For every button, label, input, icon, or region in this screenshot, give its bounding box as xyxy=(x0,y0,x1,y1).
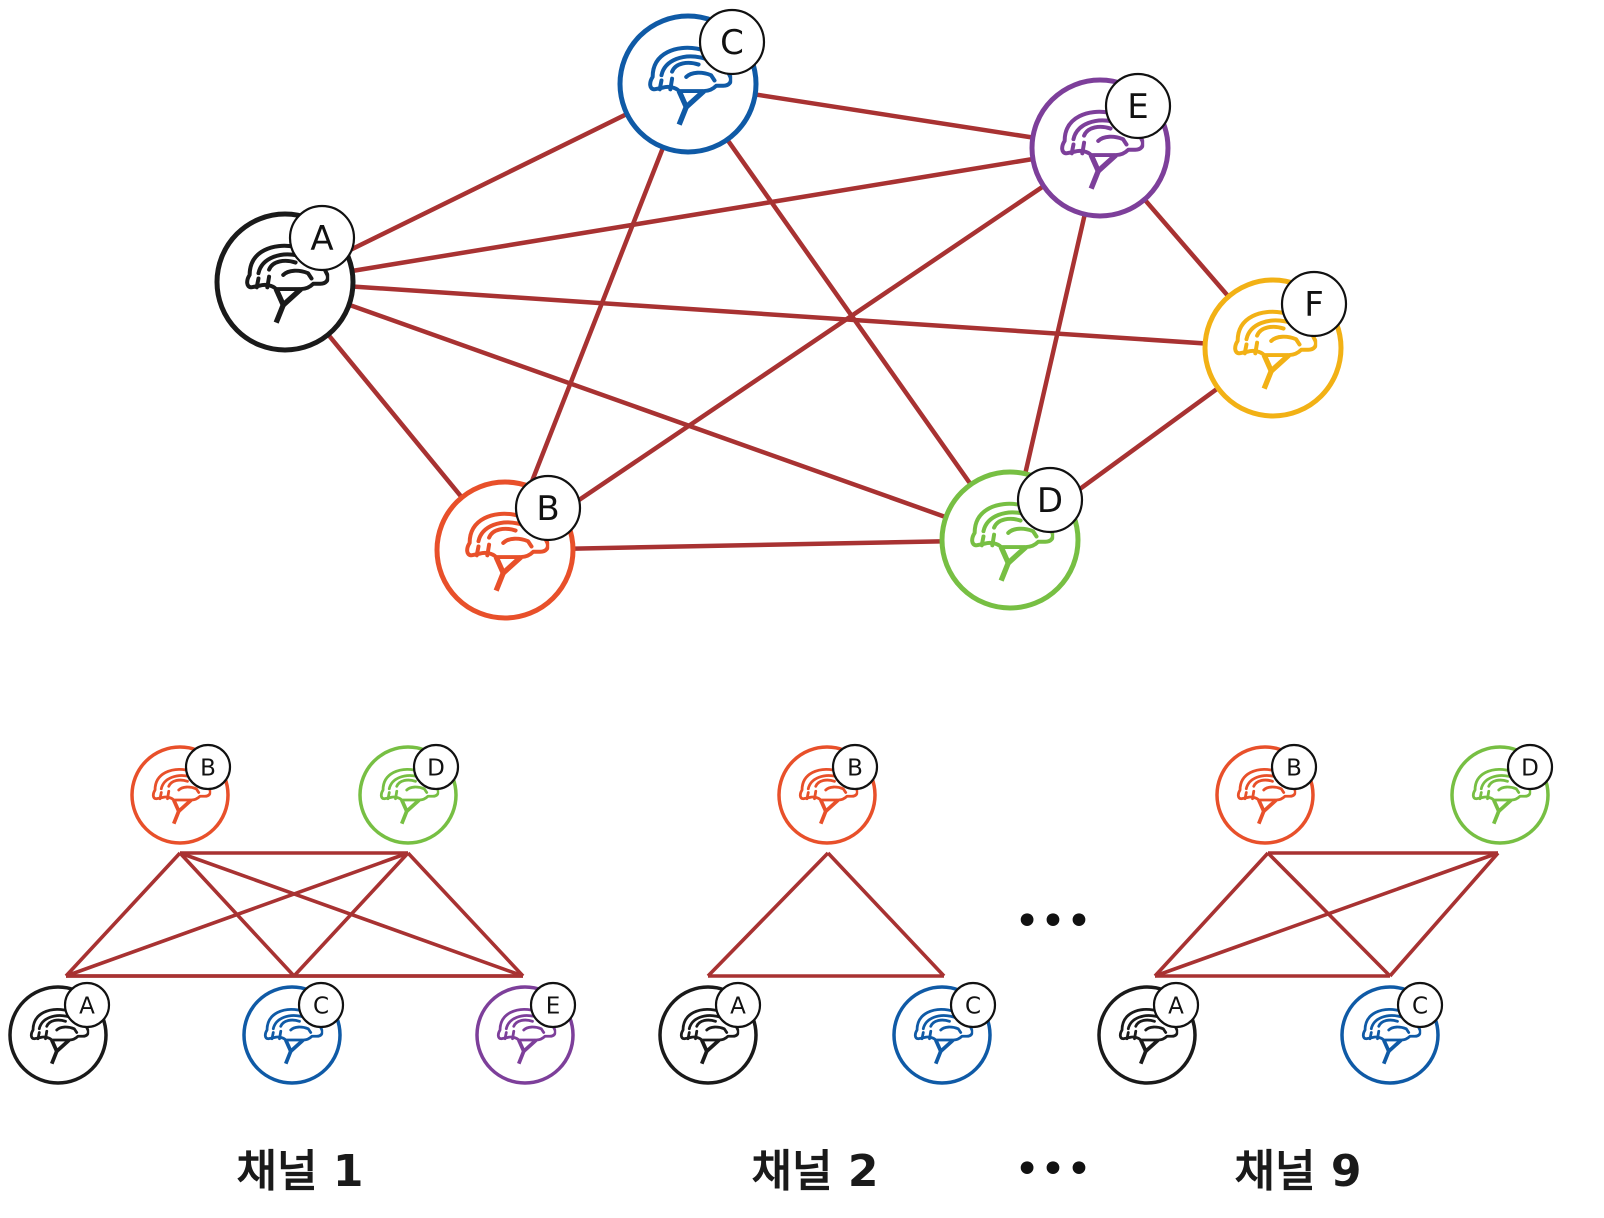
link-b-a xyxy=(1153,851,1270,978)
node-badge-label: B xyxy=(1286,755,1302,781)
channel-group-3: B D A C 채널 9 xyxy=(1097,743,1554,1197)
channel-label: 채널 9 xyxy=(1235,1146,1362,1197)
channel-label: 채널 2 xyxy=(752,1146,879,1197)
node-badge-b xyxy=(831,743,879,791)
node-badge-label: D xyxy=(1521,755,1539,781)
link-d-a xyxy=(65,851,409,978)
node-badge-a xyxy=(1152,981,1200,1029)
helmet-node-b: B xyxy=(130,743,232,845)
node-badge-b xyxy=(184,743,232,791)
helmet-node-d: D xyxy=(358,743,460,845)
helmet-node-e: E xyxy=(475,981,577,1085)
channel-group-2: B A C 채널 2 xyxy=(658,743,997,1197)
helmet-node-c: C xyxy=(242,981,345,1085)
channel-label: 채널 1 xyxy=(237,1146,364,1197)
node-badge-label: C xyxy=(720,23,744,63)
node-badge-c xyxy=(949,981,997,1029)
node-badge-label: E xyxy=(546,993,561,1019)
node-badge-label: E xyxy=(1127,87,1148,127)
helmet-node-a: A xyxy=(658,981,762,1085)
helmet-node-a: A xyxy=(214,204,356,353)
helmet-node-c: C xyxy=(892,981,997,1085)
node-badge-c xyxy=(297,981,345,1029)
node-badge-label: A xyxy=(79,993,95,1019)
node-badge-a xyxy=(63,981,111,1029)
node-badge-label: B xyxy=(847,755,863,781)
main-network-nodes: A B C D E F xyxy=(214,8,1348,621)
node-badge-label: D xyxy=(427,755,445,781)
link-b-c xyxy=(826,851,946,978)
link-b-d xyxy=(504,537,1011,553)
helmet-node-a: A xyxy=(8,981,111,1085)
channel-links xyxy=(64,851,525,978)
channel-group-1: B D A C E 채널 1 xyxy=(8,743,577,1197)
helmet-node-d: D xyxy=(1450,743,1554,845)
link-d-c xyxy=(1388,851,1500,978)
helmet-node-c: C xyxy=(1340,981,1444,1085)
node-badge-d xyxy=(1506,743,1554,791)
node-badge-label: B xyxy=(200,755,216,781)
node-badge-d xyxy=(412,743,460,791)
node-badge-a xyxy=(288,204,356,272)
node-badge-label: A xyxy=(730,993,746,1019)
helmet-node-b: B xyxy=(777,743,879,845)
node-badge-label: A xyxy=(310,219,333,259)
helmet-node-f: F xyxy=(1202,270,1348,419)
channel-groups: B D A C E 채널 1 B A C 채널 2 B D A C 채널 9 ••• ••• xyxy=(8,743,1554,1197)
node-badge-b xyxy=(514,474,582,542)
link-d-c xyxy=(292,851,410,978)
node-badge-label: D xyxy=(1037,481,1063,521)
link-d-a xyxy=(1154,851,1499,978)
helmet-node-b: B xyxy=(434,474,582,621)
node-badge-label: C xyxy=(313,993,329,1019)
link-d-e xyxy=(406,851,525,978)
link-c-b xyxy=(502,83,691,551)
node-badge-e xyxy=(529,981,577,1029)
node-badge-label: C xyxy=(1412,993,1428,1019)
node-badge-a xyxy=(714,981,762,1029)
helmet-node-b: B xyxy=(1215,743,1318,845)
link-b-a xyxy=(706,851,830,978)
helmet-node-d: D xyxy=(939,466,1084,611)
node-badge-c xyxy=(1396,981,1444,1029)
channel-links xyxy=(1153,851,1500,978)
node-badge-b xyxy=(1270,743,1318,791)
node-badge-label: B xyxy=(536,489,559,529)
link-a-f xyxy=(284,279,1274,351)
helmet-node-c: C xyxy=(617,8,766,155)
node-badge-label: A xyxy=(1168,993,1184,1019)
node-badge-label: F xyxy=(1304,285,1324,325)
ellipsis-1: ••• xyxy=(1014,896,1092,947)
link-b-a xyxy=(64,851,182,978)
link-a-e xyxy=(284,145,1101,285)
channel-links xyxy=(706,851,946,978)
helmet-node-a: A xyxy=(1097,981,1200,1085)
node-badge-c xyxy=(698,8,766,76)
link-c-d xyxy=(686,82,1012,542)
ellipsis-2: ••• xyxy=(1014,1144,1092,1195)
node-badge-label: C xyxy=(965,993,981,1019)
helmet-node-e: E xyxy=(1029,72,1172,219)
link-e-b xyxy=(503,146,1102,552)
node-badge-f xyxy=(1280,270,1348,338)
node-badge-d xyxy=(1016,466,1084,534)
node-badge-e xyxy=(1104,72,1172,140)
link-a-d xyxy=(284,279,1011,543)
